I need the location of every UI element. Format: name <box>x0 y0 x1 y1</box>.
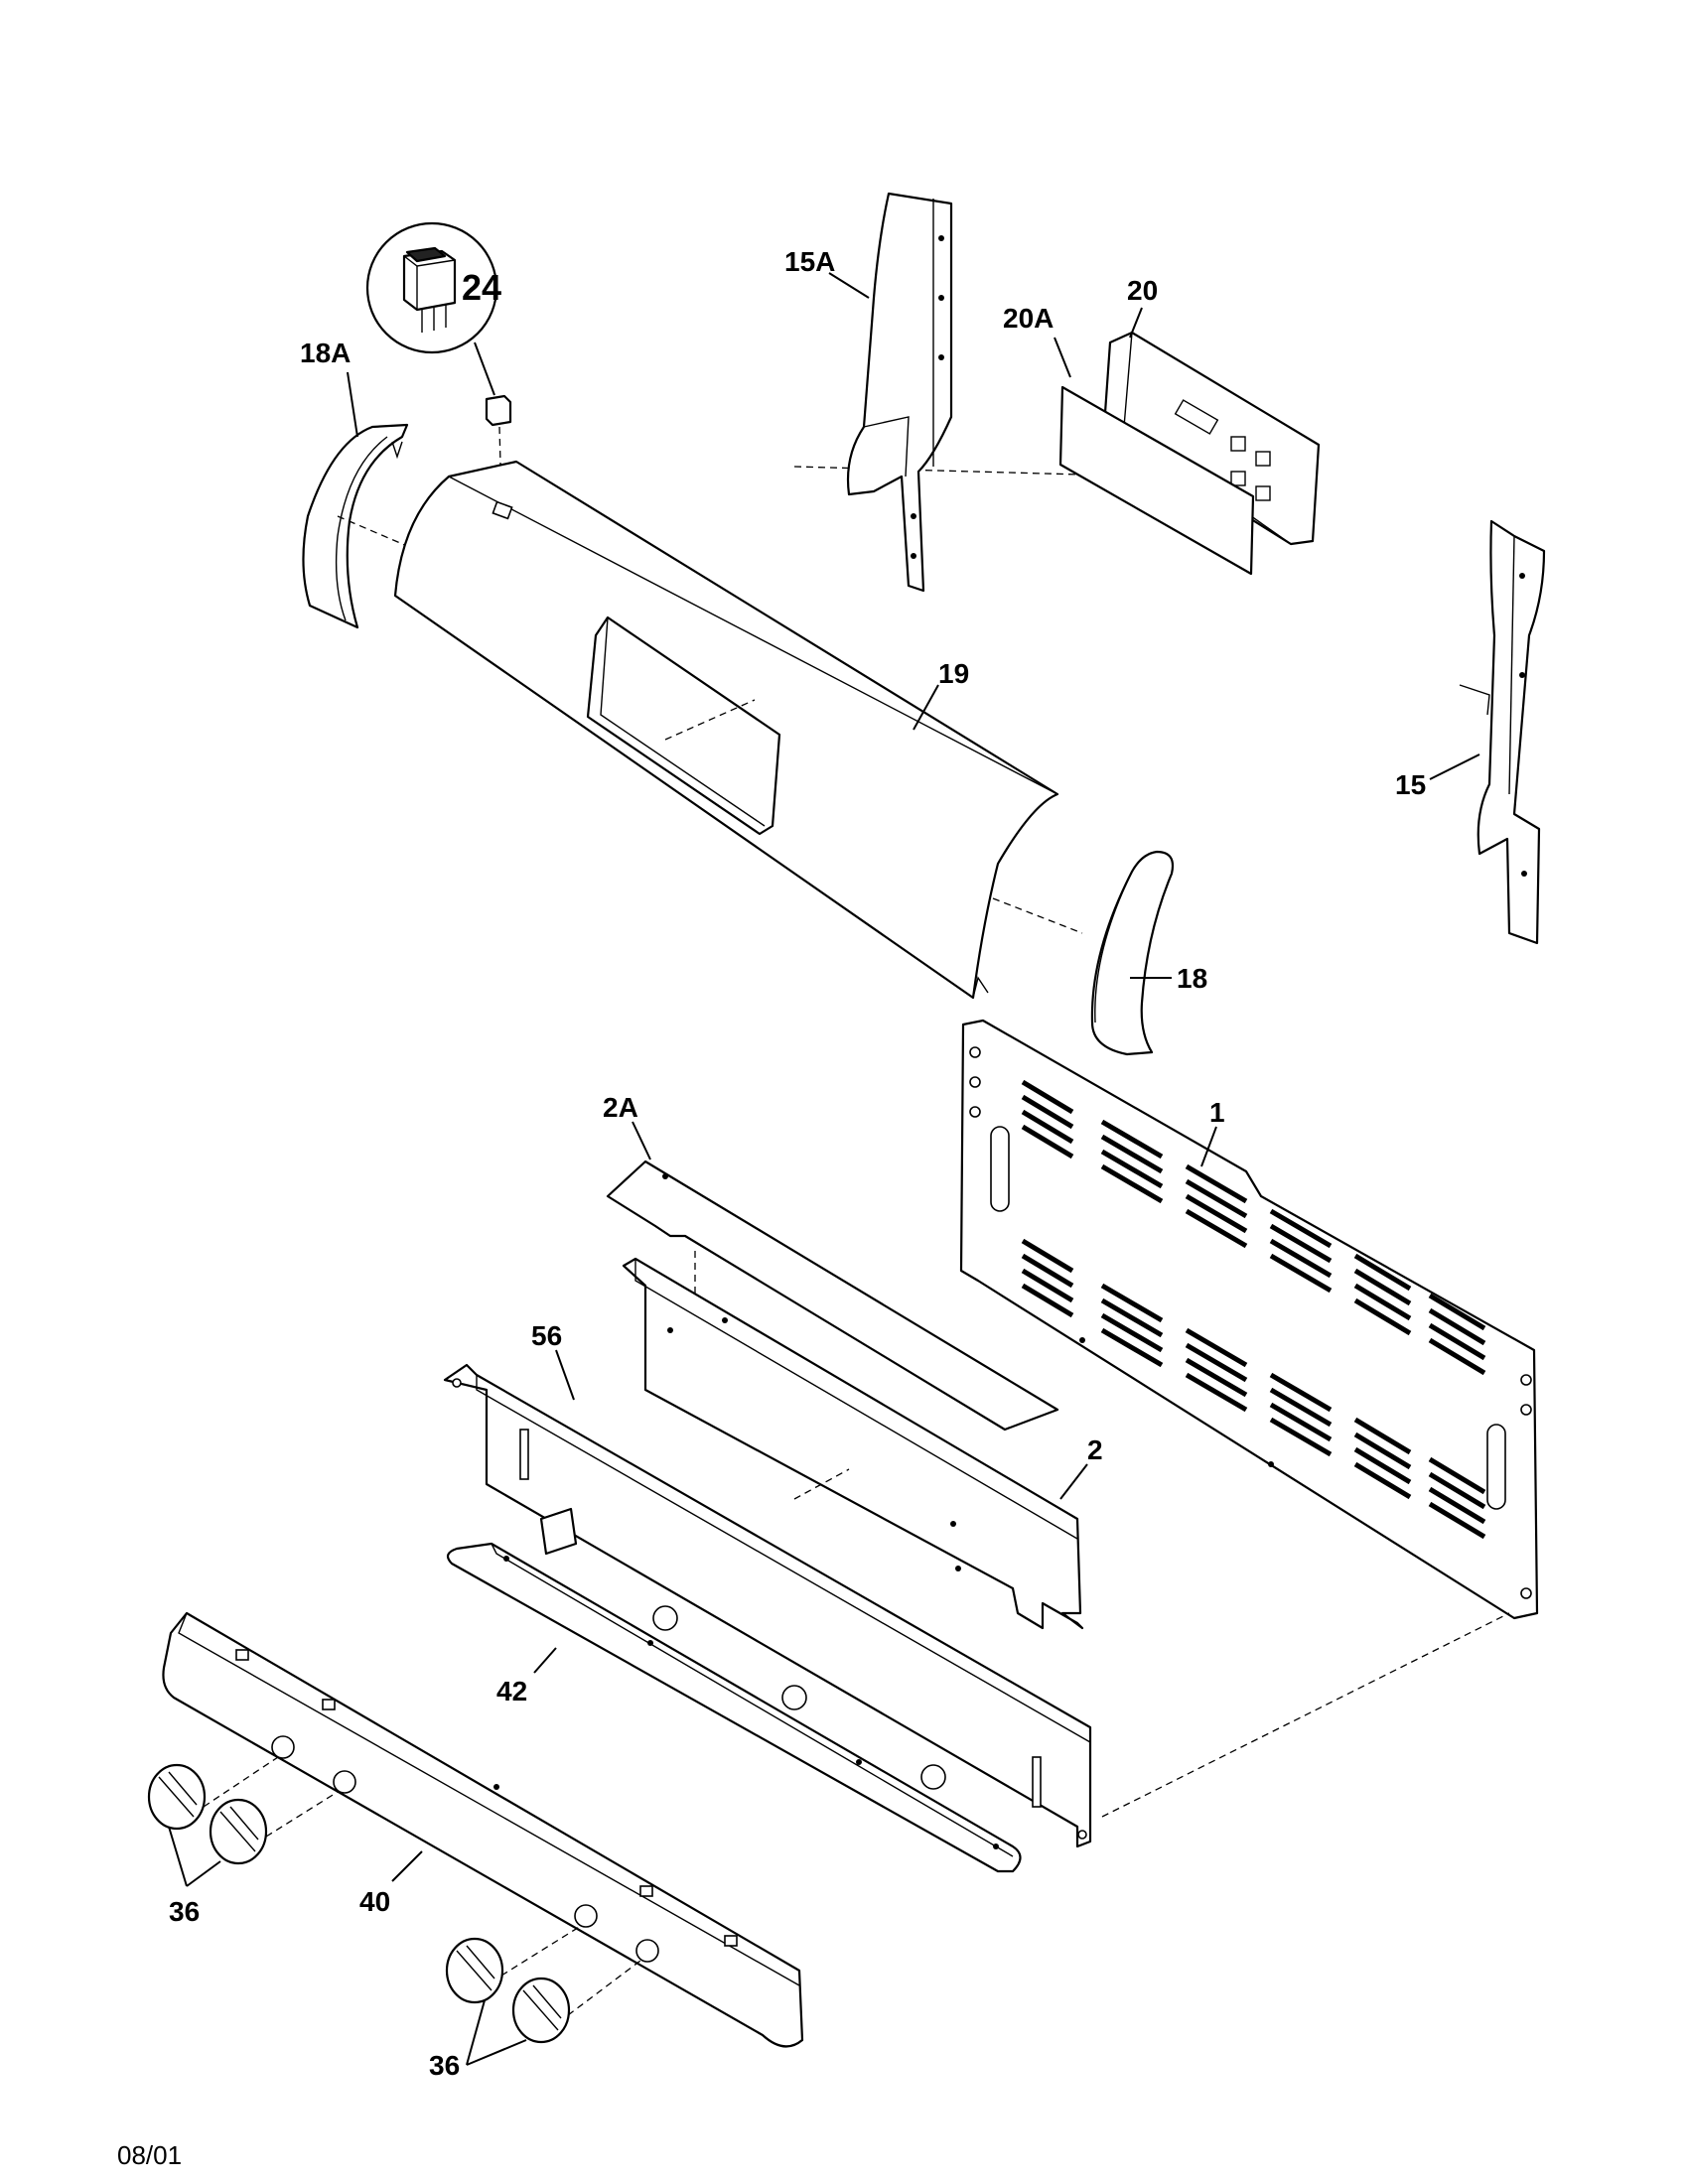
part-24-rocker-switch-detail <box>365 221 512 502</box>
part-19-control-panel <box>393 460 1153 1000</box>
callout-18: 18 <box>1177 963 1207 994</box>
part-40-manifold-panel <box>162 1611 804 2048</box>
knob-right-upper <box>445 1937 504 2004</box>
knob-right-lower <box>511 1977 571 2044</box>
part-18-right-end-cap <box>1090 850 1175 1056</box>
callout-2: 2 <box>1087 1434 1103 1465</box>
callout-18a: 18A <box>300 338 351 368</box>
part-36-control-knobs <box>147 1756 641 2044</box>
part-18a-left-end-cap <box>302 423 409 629</box>
part-1-rear-vented-panel <box>959 1019 1539 1620</box>
part-20a-overlay <box>1058 385 1255 576</box>
callout-2a: 2A <box>603 1092 638 1123</box>
part-2-inner-mounting-panel <box>622 1257 1084 1630</box>
callout-15a: 15A <box>784 246 835 277</box>
knob-left-lower <box>209 1798 268 1865</box>
revision-date: 08/01 <box>117 2140 182 2170</box>
callout-40: 40 <box>359 1886 390 1917</box>
part-15-right-side-bracket <box>1459 519 1546 945</box>
callout-20: 20 <box>1127 275 1158 306</box>
vent-louvers-lower <box>1021 1238 1486 1540</box>
callout-1: 1 <box>1209 1097 1225 1128</box>
part-56-lower-control-bracket <box>443 1363 1510 1848</box>
callout-56: 56 <box>531 1320 562 1351</box>
part-2a-insulation-strip <box>606 1160 1059 1432</box>
callout-36-right: 36 <box>429 2050 460 2081</box>
callout-42: 42 <box>496 1676 527 1706</box>
callout-36-left: 36 <box>169 1896 200 1927</box>
part-42-trim-rail <box>446 1542 1022 1873</box>
callout-labels: 15A 20 20A 24 18A 19 15 18 1 2A 56 2 42 … <box>169 246 1426 2081</box>
leader-lines <box>168 272 1480 2066</box>
callout-19: 19 <box>938 658 969 689</box>
vent-louvers-upper <box>1021 1079 1486 1376</box>
callout-15: 15 <box>1395 769 1426 800</box>
callout-20a: 20A <box>1003 303 1054 334</box>
part-15a-left-side-bracket <box>846 192 953 593</box>
callout-24: 24 <box>462 267 501 308</box>
knob-left-upper <box>147 1763 207 1831</box>
